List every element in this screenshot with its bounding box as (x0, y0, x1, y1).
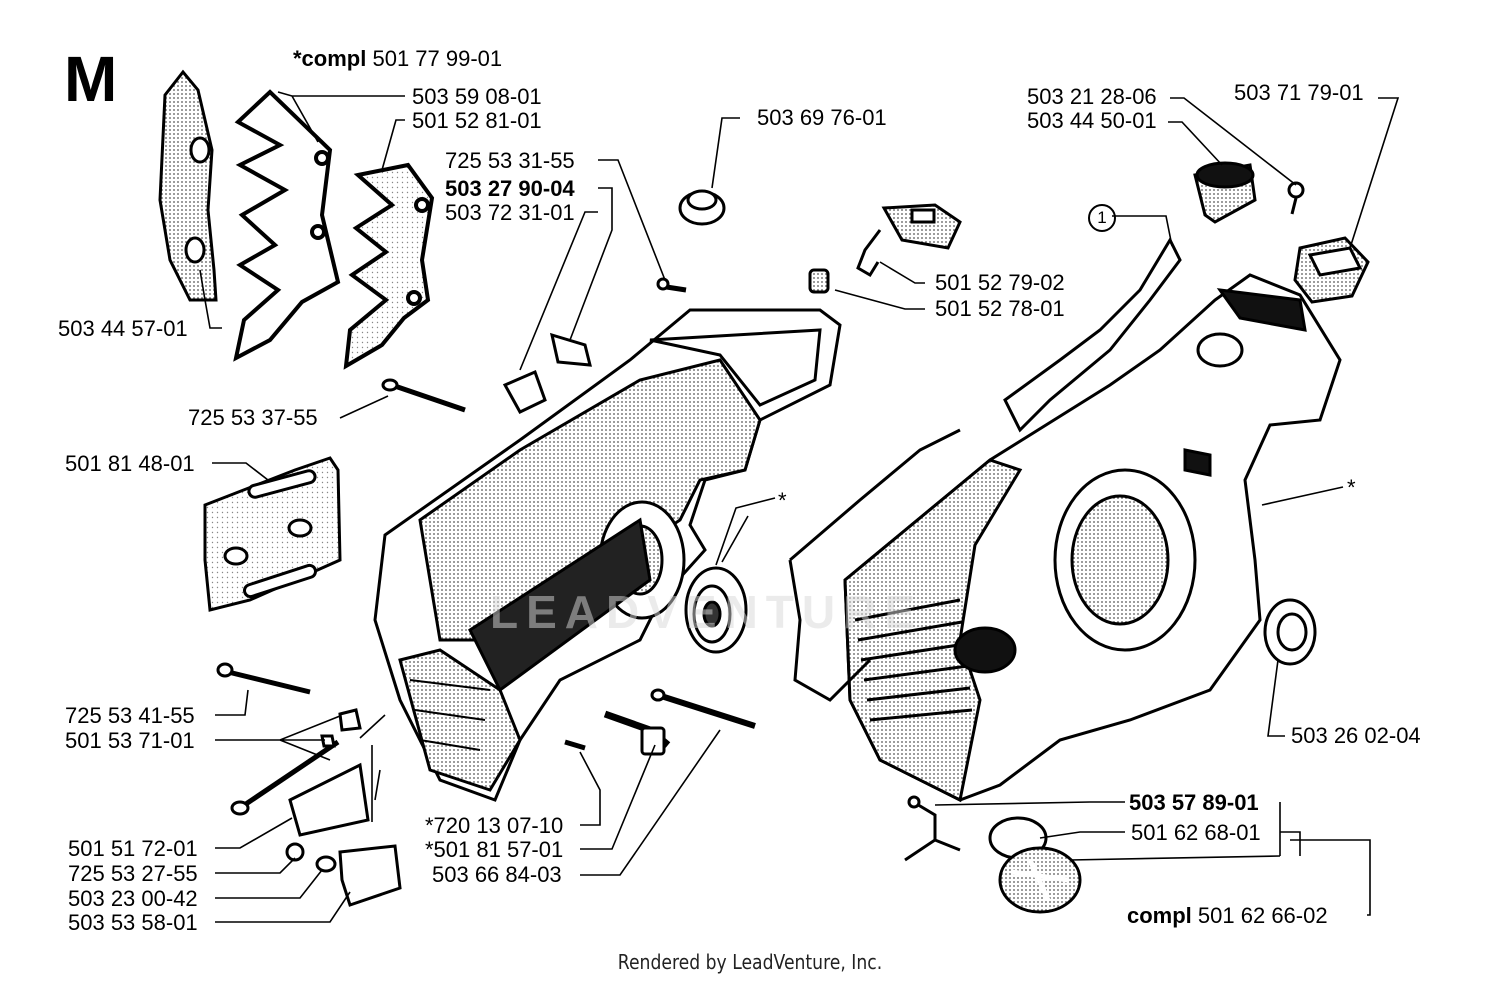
part-label: 501 52 79-02 (935, 270, 1065, 295)
chain-guard-plate (158, 69, 218, 302)
part-label: 503 53 58-01 (68, 910, 198, 935)
part-label: *720 13 07-10 (425, 813, 564, 838)
bumper-spike-plate (233, 89, 341, 362)
part-label: 503 59 08-01 (412, 84, 542, 109)
callout-star-right: * (1347, 475, 1356, 500)
part-label: 503 72 31-01 (445, 200, 575, 225)
grommet-and-handle (678, 189, 962, 278)
seal-ring (1263, 598, 1317, 666)
guide-plate (203, 456, 342, 612)
part-label: 503 44 57-01 (58, 316, 188, 341)
part-label: 501 51 72-01 (68, 836, 198, 861)
gaskets (788, 236, 1182, 702)
part-label: 503 21 28-06 (1027, 84, 1157, 109)
part-label: *501 81 57-01 (425, 837, 564, 862)
part-label: 503 71 79-01 (1234, 80, 1364, 105)
part-label: 725 53 41-55 (65, 703, 195, 728)
part-label: 501 62 68-01 (1131, 820, 1261, 845)
compl-bottom-prefix: compl (1127, 903, 1192, 928)
part-label: 503 23 00-42 (68, 886, 198, 911)
part-label: 501 52 81-01 (412, 108, 542, 133)
compl-top-prefix: *compl (293, 46, 367, 71)
bearing (684, 566, 748, 654)
callout-star-left: * (778, 488, 787, 513)
part-label: 503 66 84-03 (432, 862, 562, 887)
stop-switch (1293, 236, 1370, 304)
bumper-spike-cover (343, 162, 435, 370)
part-label: 501 52 78-01 (935, 296, 1065, 321)
part-label: 725 53 37-55 (188, 405, 318, 430)
crankcase-left (373, 308, 842, 802)
part-label: 501 81 48-01 (65, 451, 195, 476)
leader-lines (199, 91, 1400, 923)
tank-cap-set (904, 795, 1082, 914)
part-label: 503 57 89-01 (1129, 790, 1259, 815)
part-label: 501 53 71-01 (65, 728, 195, 753)
compl-bottom-number: 501 62 66-02 (1197, 903, 1328, 928)
part-label: 503 69 76-01 (757, 105, 887, 130)
part-label: 503 27 90-04 (445, 176, 575, 201)
crankcase-right (843, 273, 1342, 803)
footer-credit: Rendered by LeadVenture, Inc. (617, 950, 883, 974)
section-letter: M (64, 43, 118, 115)
oil-cap (1193, 161, 1305, 224)
watermark: LEADVENTURE (490, 586, 924, 638)
part-label: 725 53 31-55 (445, 148, 575, 173)
callout-circle-one: 1 (1088, 204, 1116, 232)
compl-top-label: *compl 501 77 99-01 (293, 46, 502, 72)
compl-top-number: 501 77 99-01 (372, 46, 503, 71)
part-label: 725 53 27-55 (68, 861, 198, 886)
part-label: 503 26 02-04 (1291, 723, 1421, 748)
part-label: 503 44 50-01 (1027, 108, 1157, 133)
small-hardware (216, 268, 830, 907)
compl-bottom-label: compl 501 62 66-02 (1127, 903, 1328, 929)
